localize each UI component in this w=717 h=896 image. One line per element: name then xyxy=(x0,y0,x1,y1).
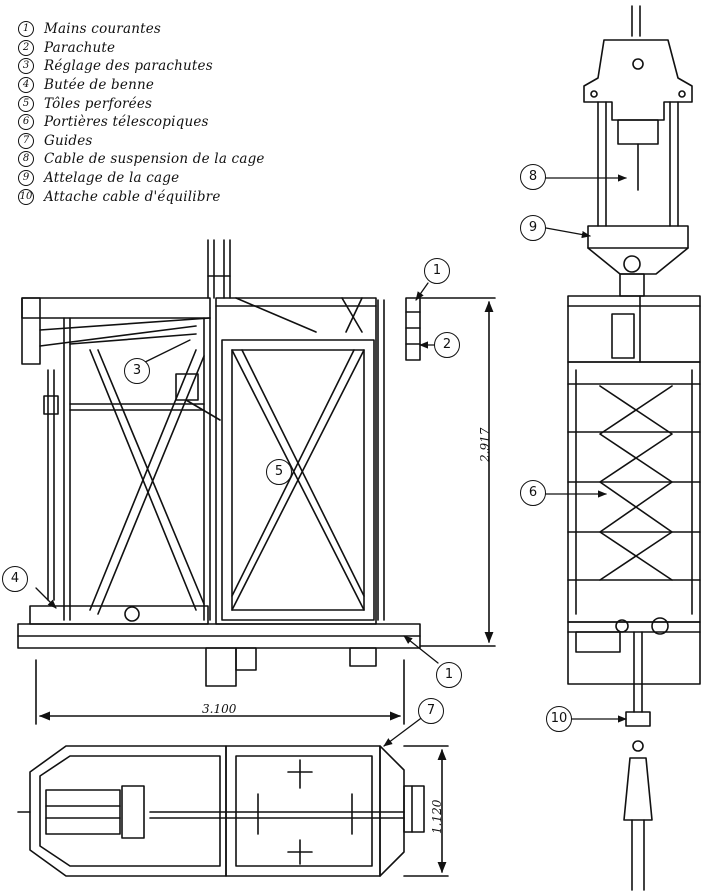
legend-number: 3 xyxy=(18,58,34,75)
legend-item: 5 Tôles perforées xyxy=(18,94,265,113)
callout-5-perforated-sheets: 5 xyxy=(266,459,292,485)
callout-8-suspension-cable: 8 xyxy=(520,164,546,190)
legend-number: 8 xyxy=(18,151,34,168)
legend-item: 6 Portières télescopiques xyxy=(18,113,265,132)
legend-number: 1 xyxy=(18,21,34,38)
legend-label: Mains courantes xyxy=(44,21,162,38)
legend-label: Attache cable d'équilibre xyxy=(44,188,221,205)
leader-lines xyxy=(35,174,627,747)
plan-view xyxy=(17,745,425,877)
side-elevation xyxy=(17,239,421,687)
height-dimension-label: 2.917 xyxy=(478,427,492,462)
legend-label: Guides xyxy=(44,132,93,149)
legend-label: Attelage de la cage xyxy=(44,170,180,187)
legend-item: 1 Mains courantes xyxy=(18,20,265,39)
callout-3-parachute-adjustment: 3 xyxy=(124,358,150,384)
callout-1-handrail-lower: 1 xyxy=(436,662,462,688)
legend-number: 7 xyxy=(18,132,34,149)
height-dimension xyxy=(419,297,496,647)
width-dimension xyxy=(35,659,405,725)
legend-item: 7 Guides xyxy=(18,132,265,151)
depth-dimension-label: 1.120 xyxy=(430,799,444,834)
callout-7-guides: 7 xyxy=(418,698,444,724)
callout-9-cage-coupling: 9 xyxy=(520,215,546,241)
legend-item: 2 Parachute xyxy=(18,39,265,58)
legend-number: 4 xyxy=(18,77,34,94)
legend-number: 2 xyxy=(18,39,34,56)
legend-item: 3 Réglage des parachutes xyxy=(18,57,265,76)
legend-item: 8 Cable de suspension de la cage xyxy=(18,150,265,169)
legend-label: Parachute xyxy=(44,39,116,56)
callout-10-balance-cable-attachment: 10 xyxy=(546,706,572,732)
legend-label: Tôles perforées xyxy=(44,95,153,112)
legend-number: 10 xyxy=(18,188,34,205)
legend-item: 10 Attache cable d'équilibre xyxy=(18,187,265,206)
legend-number: 5 xyxy=(18,95,34,112)
legend-label: Cable de suspension de la cage xyxy=(44,151,265,168)
callout-2-parachute: 2 xyxy=(434,332,460,358)
legend-label: Réglage des parachutes xyxy=(44,58,213,75)
width-dimension-label: 3.100 xyxy=(202,702,237,716)
callout-4-bucket-stop: 4 xyxy=(2,566,28,592)
end-elevation xyxy=(567,5,701,891)
legend-item: 4 Butée de benne xyxy=(18,76,265,95)
legend-label: Butée de benne xyxy=(44,77,155,94)
legend-label: Portières télescopiques xyxy=(44,114,209,131)
callout-6-telescopic-doors: 6 xyxy=(520,480,546,506)
callout-1-handrail: 1 xyxy=(424,258,450,284)
legend-number: 6 xyxy=(18,114,34,131)
depth-dimension xyxy=(403,745,449,877)
legend-item: 9 Attelage de la cage xyxy=(18,169,265,188)
legend-number: 9 xyxy=(18,170,34,187)
legend: 1 Mains courantes 2 Parachute 3 Réglage des… xyxy=(18,20,265,206)
